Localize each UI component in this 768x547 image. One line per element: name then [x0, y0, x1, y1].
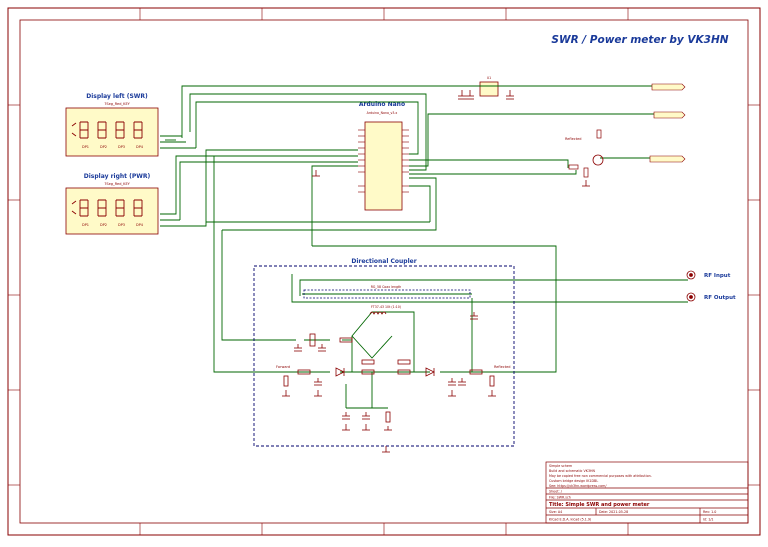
resistor-r3 — [596, 129, 602, 139]
border-ticks — [8, 8, 760, 535]
reflected-label-bottom: Reflected — [494, 365, 510, 369]
date-field: Date: 2021-05-28 — [599, 510, 628, 514]
size-field: Size: A4 — [549, 510, 562, 514]
display-right-ref: 7Seg_Red_KEY — [104, 182, 130, 186]
display-right-box — [65, 187, 159, 235]
display-left-pin-labels: DP1 DP2 DP3 DP4 — [82, 145, 144, 149]
svg-text:DP1: DP1 — [82, 223, 89, 227]
arduino-body — [364, 121, 403, 211]
net-labels — [649, 83, 686, 163]
rf-port-symbols — [686, 270, 696, 302]
transformer-coil — [369, 311, 387, 315]
page-title: SWR / Power meter by VK3HN — [551, 34, 728, 46]
note-line: Simple schem — [549, 464, 572, 468]
ground-symbols — [282, 170, 590, 453]
note-line: See: https://vk3hn.wordpress.com/ — [549, 484, 607, 488]
coax-line — [303, 289, 471, 299]
display-left-box — [65, 107, 159, 157]
sheet-field: Sheet: / — [549, 490, 563, 494]
rf-input-label: RF Input — [704, 273, 731, 279]
forward-label: Forward — [276, 365, 290, 369]
arduino-pins — [358, 129, 409, 193]
wires — [160, 85, 688, 409]
svg-text:DP4: DP4 — [136, 223, 144, 227]
coupler-label: Directional Coupler — [351, 258, 416, 265]
regulator — [479, 81, 499, 97]
transformer-label: FT37-43 10t (1:10) — [371, 305, 401, 309]
svg-text:DP3: DP3 — [118, 145, 125, 149]
note-line: Custom bridge design IK1DBL — [549, 479, 598, 483]
resistor-r2 — [583, 167, 589, 178]
arduino-label: Arduino Nano — [359, 101, 405, 108]
resistor-r1 — [568, 164, 579, 170]
id-field: Id: 1/1 — [703, 518, 714, 522]
title-block-frame — [545, 461, 749, 524]
arduino-ref: Arduino_Nano_v3.x — [367, 111, 398, 115]
coax-label: RG_58 Coax length — [371, 285, 402, 289]
sheet-border-outer — [7, 7, 761, 536]
note-line: May be copied free non commercial purpos… — [549, 474, 652, 478]
coupler-components — [283, 312, 495, 423]
svg-text:DP2: DP2 — [100, 223, 107, 227]
display-left-ref: 7Seg_Red_KEY — [104, 102, 130, 106]
rf-output-label: RF Output — [704, 295, 736, 301]
kicad-field: KiCad E.D.A. kicad (5.1.9) — [549, 518, 591, 522]
top-capacitors — [458, 90, 514, 100]
regulator-ref: U1 — [487, 76, 491, 80]
display-left-digits — [71, 121, 143, 139]
svg-text:DP4: DP4 — [136, 145, 144, 149]
display-right-digits — [71, 199, 143, 217]
title-field: Title: Simple SWR and power meter — [549, 502, 650, 508]
transistor — [592, 154, 604, 166]
reflected-label-top: Reflected — [565, 137, 581, 141]
file-field: File: SWR.sch — [549, 496, 571, 500]
coupler-box — [253, 265, 515, 447]
note-line: Build and schematic VK3HN — [549, 469, 596, 473]
title-block-meta: Size: A4 Date: 2021-05-28 Rev: 1.0 KiCad… — [549, 510, 716, 522]
display-right-label: Display right (PWR) — [84, 173, 151, 180]
display-right-pin-labels: DP1 DP2 DP3 DP4 — [82, 223, 144, 227]
svg-text:DP2: DP2 — [100, 145, 107, 149]
rev-field: Rev: 1.0 — [703, 510, 716, 514]
svg-text:DP1: DP1 — [82, 145, 89, 149]
svg-text:DP3: DP3 — [118, 223, 125, 227]
display-left-label: Display left (SWR) — [86, 93, 148, 100]
title-block-notes: Simple schem Build and schematic VK3HN M… — [549, 464, 652, 500]
